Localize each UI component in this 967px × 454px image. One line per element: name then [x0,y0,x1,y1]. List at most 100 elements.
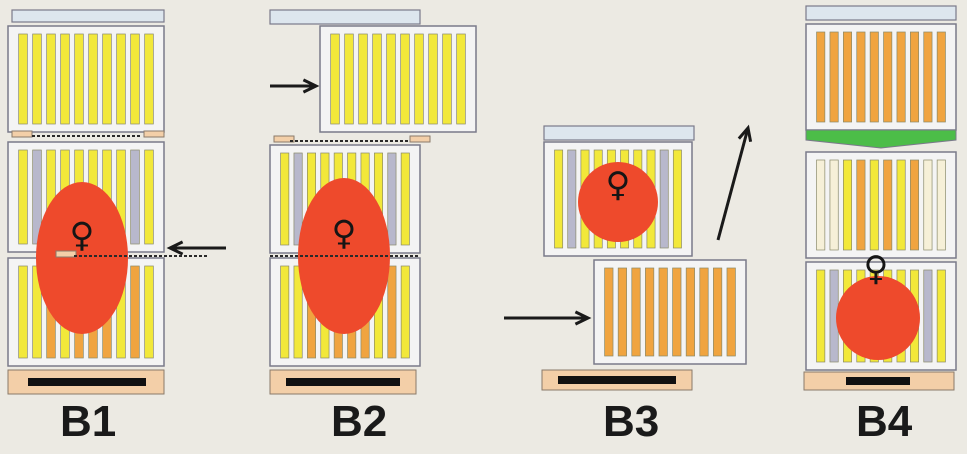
queen-symbol: ♀ [864,249,889,289]
queen-symbol: ♀ [332,213,357,253]
b3-queen-zone [578,162,658,242]
b4-middle-box-frame [883,159,893,251]
b4-super-top-frame [923,31,933,123]
b4-middle-box-frame [816,159,826,251]
label-b4: B4 [856,397,913,446]
b3-arrow-head [574,310,592,326]
b2-lid [269,9,421,25]
b4-super-top-frame [842,31,853,123]
b1-super-top [7,25,165,133]
b4-middle-box-frame [909,159,920,251]
b2-super-moved-frame [330,33,340,125]
b4-feeder [805,129,957,149]
b1-arrow-head [166,240,184,256]
b1-super-top-frame [116,33,126,125]
b2-arrow-head [302,78,320,94]
b2-brood-upper-frame [387,152,397,246]
b4-middle-box [805,151,957,259]
label-b1: B1 [60,397,117,446]
b2-super-moved [319,25,477,133]
b2-brood-lower-frame [280,265,290,359]
b2-brood-upper-frame [400,152,410,246]
b1-brood-upper-frame [18,149,28,245]
b4-brood-frame [936,269,946,363]
b3-super-below-frame [672,267,682,357]
b4-queen-zone [836,276,920,360]
b2-brood-lower-frame [293,265,303,359]
b1-tab [55,250,77,258]
queen-symbol: ♀ [606,165,631,205]
b1-brood-upper-frame [144,149,154,245]
b1-lid [11,9,165,23]
b3-super-below-frame [685,267,695,357]
b2-super-moved-frame [414,33,424,125]
b4-super-top [805,23,957,131]
b4-middle-box-frame [923,159,933,251]
b2-super-moved-frame [400,33,410,125]
b4-middle-box-frame [869,159,879,251]
b1-brood-lower-frame [130,265,140,359]
b4-super-top-frame [829,31,839,123]
b3-super-below-frame [658,267,668,357]
b4-super-top-frame [856,31,866,123]
b4-middle-box-frame [936,159,946,251]
b1-super-top-frame [46,33,56,125]
b3-super-below-frame [604,267,614,357]
b3-arrow-up [716,127,750,241]
b3-super-below-frame [617,267,627,357]
b4-lid [805,5,957,21]
b1-super-top-frame [60,33,70,125]
b4-super-top-frame [896,31,906,123]
b1-brood-lower-frame [18,265,28,359]
b2-brood-lower-frame [387,265,397,359]
b1-tab [143,130,165,138]
b4-middle-box-frame [829,159,839,251]
b3-brood-frame [672,149,682,249]
b2-super-moved-frame [386,33,396,125]
b3-super-below-frame [645,267,655,357]
b2-tab [273,135,295,143]
b4-super-top-frame [883,31,893,123]
b1-queen-zone [36,182,128,334]
b2-super-moved-frame [442,33,452,125]
b1-super-top-frame [130,33,140,125]
b2-tab [409,135,431,143]
b3-brood-frame [659,149,669,249]
b1-super-top-frame [18,33,28,125]
b2-brood-upper-frame [280,152,290,246]
queen-symbol: ♀ [70,216,95,256]
b4-super-top-frame [909,31,920,123]
b2-brood-lower-frame [400,265,410,359]
b3-entrance-slot [558,376,676,384]
b3-super-below-frame [713,267,723,357]
b1-brood-upper-frame [130,149,140,245]
b4-brood-frame [923,269,933,363]
b4-entrance-slot [846,377,910,385]
b3-super-below-frame [699,267,709,357]
b1-super-top-frame [32,33,42,125]
b1-super-top-frame [88,33,98,125]
b1-brood-lower-frame [144,265,154,359]
b4-middle-box-frame [842,159,853,251]
b2-super-moved-frame [372,33,382,125]
b4-super-top-frame [869,31,879,123]
b2-super-moved-frame [344,33,354,125]
b1-super-top-frame [144,33,154,125]
b3-super-below-frame [631,267,641,357]
b1-tab [11,130,33,138]
b1-entrance-slot [28,378,146,386]
b4-brood-frame [816,269,826,363]
b3-brood-frame [567,149,577,249]
b4-middle-box-frame [856,159,866,251]
b4-super-top-frame [816,31,826,123]
b3-super-below-frame [726,267,736,357]
b1-super-top-frame [74,33,84,125]
label-b2: B2 [331,397,388,446]
b2-super-moved-frame [358,33,368,125]
b2-queen-zone [298,178,390,334]
label-b3: B3 [603,397,660,446]
b1-super-top-frame [102,33,112,125]
b2-brood-upper-frame [293,152,303,246]
